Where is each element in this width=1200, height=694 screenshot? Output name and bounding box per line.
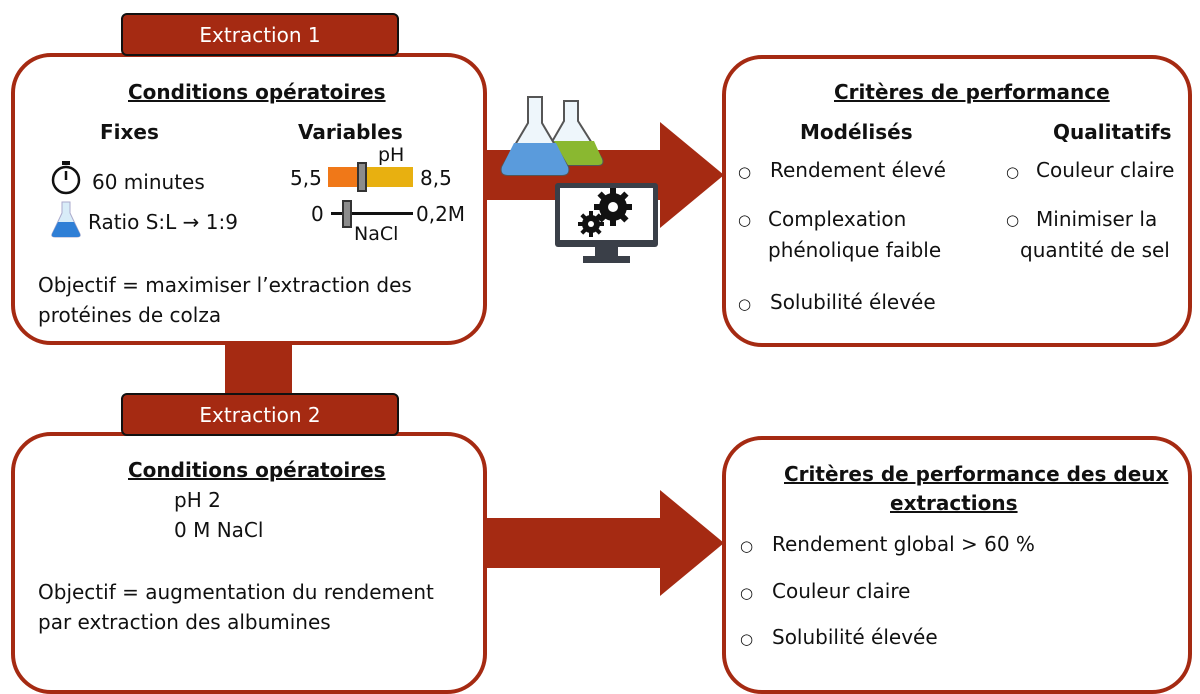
extraction1-conditions-title: Conditions opératoires [128,80,386,104]
extraction1-objective-line1: Objectif = maximiser l’extraction des [38,273,412,297]
qualitatifs-title: Qualitatifs [1053,120,1172,144]
modelises-item-1: Rendement élevé [770,158,946,182]
lab-flasks-icon [500,96,604,176]
performance2-title-line2: extractions [890,491,1018,515]
modelises-title: Modélisés [800,120,913,144]
extraction1-tab-label: Extraction 1 [199,22,321,47]
extraction2-conditions-title: Conditions opératoires [128,458,386,482]
variables-title: Variables [298,120,403,144]
bullet-icon: ○ [740,584,754,602]
vertical-connector [225,345,292,395]
ratio-text: Ratio S:L → 1:9 [88,210,238,234]
extraction1-tab: Extraction 1 [121,13,399,56]
performance2-item-2: Couleur claire [772,579,911,603]
performance2-title-line1: Critères de performance des deux [784,462,1169,486]
arrow1-head [660,122,724,228]
ph-max-label: 8,5 [420,166,452,190]
arrow2-shaft [487,518,663,568]
bullet-icon: ○ [738,295,752,313]
bullet-icon: ○ [1006,163,1020,181]
extraction2-objective-line1: Objectif = augmentation du rendement [38,580,434,604]
bullet-icon: ○ [738,163,752,181]
extraction2-tab-label: Extraction 2 [199,402,321,427]
stopwatch-icon [51,161,81,195]
bullet-icon: ○ [1006,211,1020,229]
extraction2-nacl-text: 0 M NaCl [174,518,264,542]
performance1-box [722,55,1192,347]
qualitatifs-item-2-line2: quantité de sel [1020,238,1170,262]
nacl-slider-handle[interactable] [342,200,352,228]
modelises-item-3: Solubilité élevée [770,290,936,314]
performance2-item-3: Solubilité élevée [772,625,938,649]
nacl-max-label: 0,2M [416,202,466,226]
nacl-slider-track[interactable] [331,212,413,215]
flask-icon [51,201,81,238]
performance2-box [722,436,1192,694]
extraction1-objective-line2: protéines de colza [38,303,222,327]
bullet-icon: ○ [740,630,754,648]
nacl-label: NaCl [354,223,399,245]
bullet-icon: ○ [740,537,754,555]
ph-min-label: 5,5 [290,166,322,190]
qualitatifs-item-2-line1: Minimiser la [1036,207,1158,231]
ph-label: pH [378,144,405,166]
bullet-icon: ○ [738,211,752,229]
performance2-item-1: Rendement global > 60 % [772,532,1035,556]
computer-gears-icon [555,183,658,263]
ph-slider-track[interactable] [328,167,413,187]
extraction2-ph-text: pH 2 [174,488,221,512]
performance1-title: Critères de performance [834,80,1110,104]
nacl-min-label: 0 [311,202,324,226]
time-text: 60 minutes [92,170,205,194]
arrow2-head [660,490,724,596]
qualitatifs-item-1: Couleur claire [1036,158,1175,182]
ph-slider-handle[interactable] [357,162,367,192]
modelises-item-2-line1: Complexation [768,207,907,231]
fixes-title: Fixes [100,120,159,144]
extraction2-tab: Extraction 2 [121,393,399,436]
modelises-item-2-line2: phénolique faible [768,238,942,262]
extraction2-objective-line2: par extraction des albumines [38,610,331,634]
